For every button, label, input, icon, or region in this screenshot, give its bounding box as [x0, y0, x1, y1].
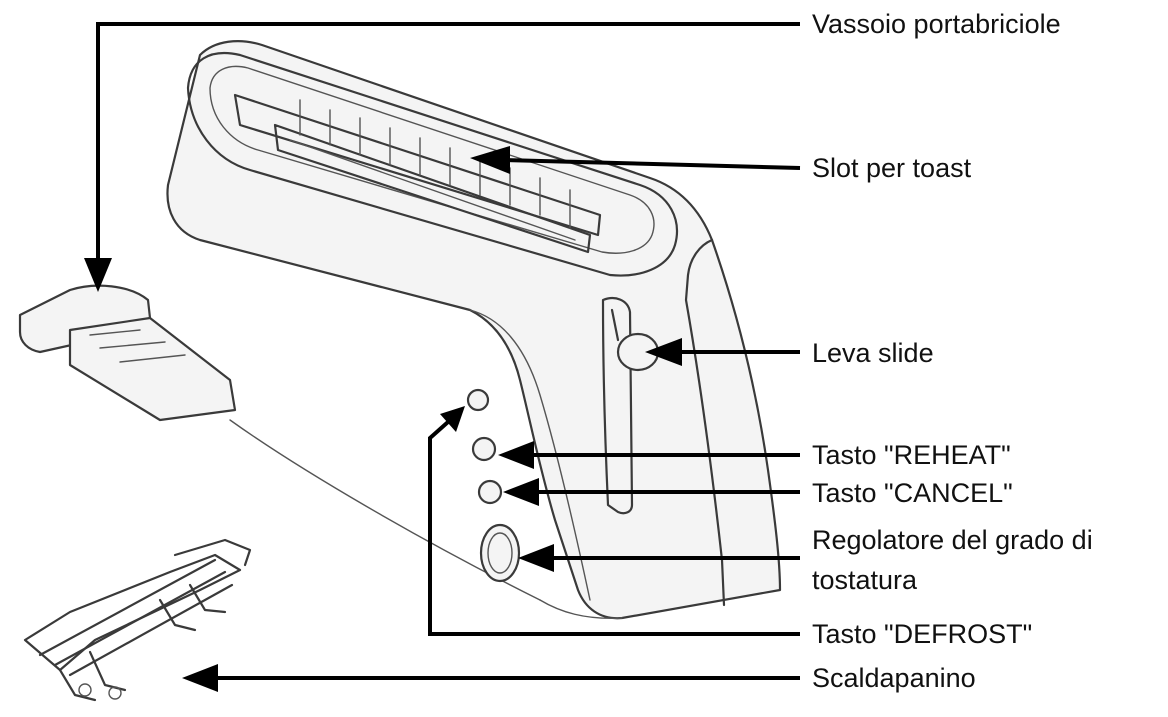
label-reheat-button: Tasto "REHEAT": [812, 440, 1011, 470]
bun-warmer-illustration: [23, 538, 252, 702]
arrowhead-toast-slot: [470, 146, 510, 174]
arrowhead-crumb-tray: [84, 258, 112, 292]
label-cancel-button: Tasto "CANCEL": [812, 478, 1013, 508]
label-browning-control-line2: tostatura: [812, 565, 918, 595]
toaster-bottom-edge: [539, 599, 623, 620]
cancel-button-sketch: [477, 479, 503, 505]
arrowhead-defrost: [440, 406, 465, 432]
browning-dial-sketch: [479, 523, 521, 583]
arrowhead-browning-control: [518, 544, 554, 572]
browning-dial-inner: [487, 532, 513, 574]
lever-track: [601, 296, 634, 515]
toaster-rim-inner: [209, 65, 655, 254]
label-crumb-tray: Vassoio portabriciole: [812, 9, 1061, 39]
arrowhead-slide-lever: [645, 338, 682, 366]
bun-warmer-rods: [38, 558, 234, 677]
bun-warmer-loop-2: [108, 686, 122, 700]
toaster-illustration: [166, 40, 782, 620]
arrowhead-bun-warmer: [182, 664, 218, 692]
leader-defrost: [428, 420, 800, 636]
crumb-tray-handle: [18, 284, 152, 354]
label-toast-slot: Slot per toast: [812, 153, 972, 183]
arrowhead-cancel: [503, 478, 539, 506]
leader-toast-slot: [504, 158, 801, 170]
bun-warmer-leg-right: [158, 583, 227, 632]
slot-grill: [289, 99, 576, 241]
label-slide-lever: Leva slide: [812, 338, 934, 368]
bun-warmer-top: [173, 538, 252, 567]
crumb-tray-plate: [68, 316, 237, 422]
arrowhead-reheat: [498, 441, 534, 469]
label-bun-warmer: Scaldapanino: [812, 663, 976, 693]
crumb-tray-detail: [89, 329, 186, 363]
label-defrost-button: Tasto "DEFROST": [812, 619, 1033, 649]
toaster-top-rim: [186, 51, 679, 277]
toast-slot-1: [233, 93, 602, 237]
label-browning-control-line1: Regolatore del grado di: [812, 525, 1093, 555]
bun-warmer-loop-1: [78, 683, 92, 697]
lever-stem: [610, 308, 620, 342]
toaster-body: [166, 40, 782, 620]
reheat-button-sketch: [471, 436, 497, 462]
crumb-tray-illustration: [18, 284, 237, 422]
toaster-front-edge: [469, 309, 591, 601]
defrost-button-sketch: [466, 388, 490, 412]
leader-crumb-tray: [96, 22, 800, 262]
bun-warmer-frame: [23, 553, 242, 672]
toast-slot-2: [273, 123, 592, 254]
